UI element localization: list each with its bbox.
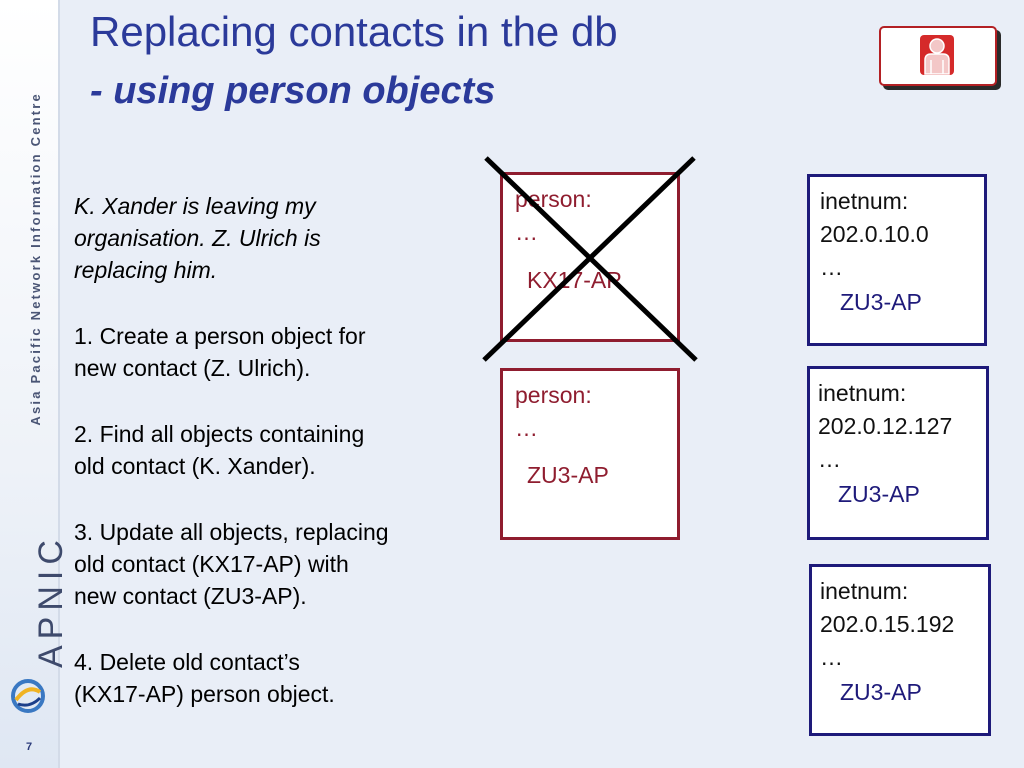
- intro-paragraph: K. Xander is leaving my organisation. Z.…: [74, 190, 494, 286]
- inetnum-object: inetnum: 202.0.12.127 … ZU3-AP: [807, 366, 989, 540]
- step-line: 4. Delete old contact’s: [74, 649, 300, 675]
- object-ellipsis: …: [820, 644, 843, 670]
- person-object-new: person: … ZU3-AP: [500, 368, 680, 540]
- step-line: (KX17-AP) person object.: [74, 681, 335, 707]
- inetnum-address: 202.0.12.127: [818, 413, 953, 439]
- step-line: 3. Update all objects, replacing: [74, 519, 389, 545]
- step-2: 2. Find all objects containing old conta…: [74, 418, 494, 482]
- intro-line: replacing him.: [74, 257, 218, 283]
- object-contact: ZU3-AP: [527, 462, 609, 488]
- inetnum-address: 202.0.10.0: [820, 221, 929, 247]
- object-ellipsis: …: [515, 415, 538, 441]
- step-3: 3. Update all objects, replacing old con…: [74, 516, 494, 612]
- object-ellipsis: …: [515, 219, 538, 245]
- step-line: new contact (ZU3-AP).: [74, 583, 307, 609]
- object-type-label: inetnum:: [820, 188, 909, 214]
- object-contact: ZU3-AP: [838, 481, 920, 507]
- object-type-label: person:: [515, 382, 592, 408]
- org-name: Asia Pacific Network Information Centre: [28, 92, 43, 426]
- intro-line: organisation. Z. Ulrich is: [74, 225, 321, 251]
- step-line: new contact (Z. Ulrich).: [74, 355, 311, 381]
- step-line: old contact (K. Xander).: [74, 453, 316, 479]
- inetnum-object: inetnum: 202.0.15.192 … ZU3-AP: [809, 564, 991, 736]
- person-button[interactable]: [879, 26, 997, 86]
- inetnum-object: inetnum: 202.0.10.0 … ZU3-AP: [807, 174, 987, 346]
- slide-subtitle: - using person objects: [90, 70, 496, 112]
- object-type-label: inetnum:: [818, 380, 907, 406]
- object-contact: ZU3-AP: [840, 679, 922, 705]
- slide-title: Replacing contacts in the db: [90, 8, 618, 55]
- inetnum-address: 202.0.15.192: [820, 611, 955, 637]
- step-line: old contact (KX17-AP) with: [74, 551, 349, 577]
- intro-line: K. Xander is leaving my: [74, 193, 316, 219]
- step-4: 4. Delete old contact’s (KX17-AP) person…: [74, 646, 494, 710]
- object-type-label: inetnum:: [820, 578, 909, 604]
- apnic-logo-icon: [11, 679, 45, 713]
- sidebar-strip: Asia Pacific Network Information Centre …: [0, 0, 70, 768]
- page-number: 7: [26, 741, 33, 753]
- step-line: 1. Create a person object for: [74, 323, 366, 349]
- cross-out-icon: [482, 156, 698, 362]
- object-contact: ZU3-AP: [840, 289, 922, 315]
- apnic-logo-text: APNIC: [32, 534, 70, 668]
- object-ellipsis: …: [820, 254, 843, 280]
- object-ellipsis: …: [818, 446, 841, 472]
- person-icon: [920, 35, 954, 75]
- body-text: K. Xander is leaving my organisation. Z.…: [74, 190, 494, 744]
- step-1: 1. Create a person object for new contac…: [74, 320, 494, 384]
- step-line: 2. Find all objects containing: [74, 421, 365, 447]
